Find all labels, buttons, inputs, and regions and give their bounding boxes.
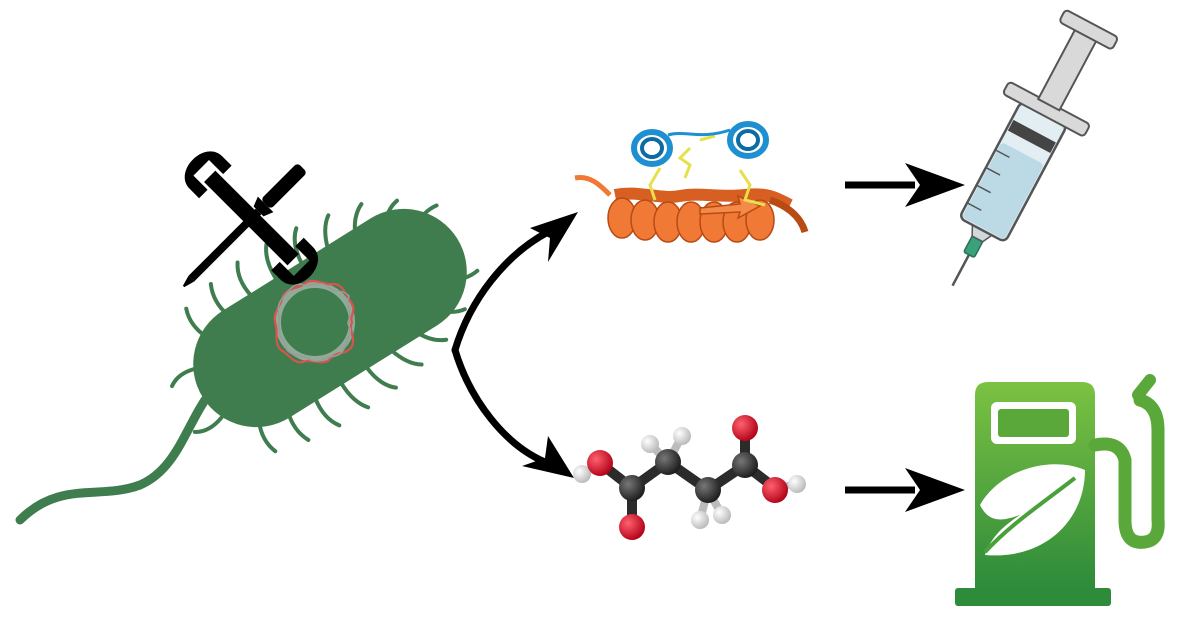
straight-arrows (845, 163, 965, 512)
engineered-bacterium-icon (15, 198, 480, 525)
green-fuel-pump-icon (955, 374, 1165, 606)
succinic-acid-molecule-icon (573, 415, 806, 540)
arrowhead-pump (905, 468, 965, 512)
arrowhead-syringe (905, 163, 965, 207)
protein-ribbon-icon (574, 121, 809, 243)
plasmid-dna-icon (273, 279, 355, 364)
branch-arrows (451, 228, 552, 466)
arrowhead-protein (530, 212, 578, 262)
arrowhead-molecule (522, 436, 574, 478)
syringe-icon (951, 9, 1119, 287)
wrench-screwdriver-icon (182, 151, 319, 288)
flagellum (15, 395, 210, 525)
arrow-to-protein (451, 228, 552, 354)
arrow-to-molecule (451, 346, 549, 466)
bacterium-body (193, 208, 467, 428)
